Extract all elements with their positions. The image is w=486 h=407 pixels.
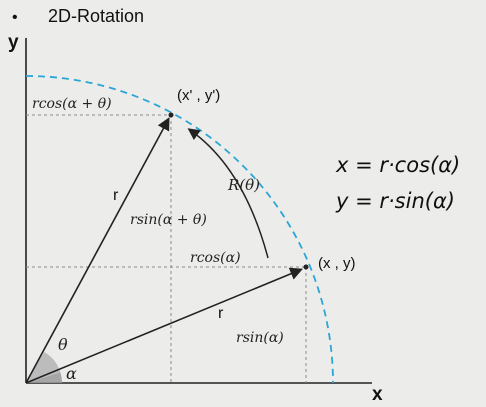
rotation-operator-label: R(θ) (227, 176, 260, 194)
original-y-projection-label: rsin(α) (236, 330, 284, 346)
x-axis-label: x (372, 384, 383, 405)
alpha-angle-wedge (26, 372, 63, 383)
original-vector-length-label: r (218, 305, 224, 322)
theta-angle-wedge (26, 352, 61, 383)
original-point-label: (x , y) (318, 255, 356, 272)
y-equation: y = r·sin(α) (335, 189, 455, 213)
page-title: 2D-Rotation (48, 6, 144, 26)
y-axis-label: y (8, 32, 19, 53)
rotated-point (168, 112, 174, 118)
rotated-y-projection-label: rsin(α + θ) (130, 212, 207, 228)
curved-arrow-icon (187, 128, 269, 259)
rotated-vector-length-label: r (113, 187, 119, 204)
rotated-vector (25, 117, 170, 384)
original-x-projection-label: rcos(α) (190, 250, 241, 266)
rotation-circle-arc (25, 75, 334, 384)
title-bullet: • (12, 9, 18, 26)
rotated-point-label: (x' , y') (177, 87, 220, 104)
theta-label: θ (58, 335, 68, 354)
original-vector (25, 267, 303, 384)
alpha-label: α (66, 364, 77, 383)
original-point (303, 264, 309, 270)
rotated-x-projection-label: rcos(α + θ) (32, 96, 112, 112)
x-equation: x = r·cos(α) (335, 153, 460, 177)
